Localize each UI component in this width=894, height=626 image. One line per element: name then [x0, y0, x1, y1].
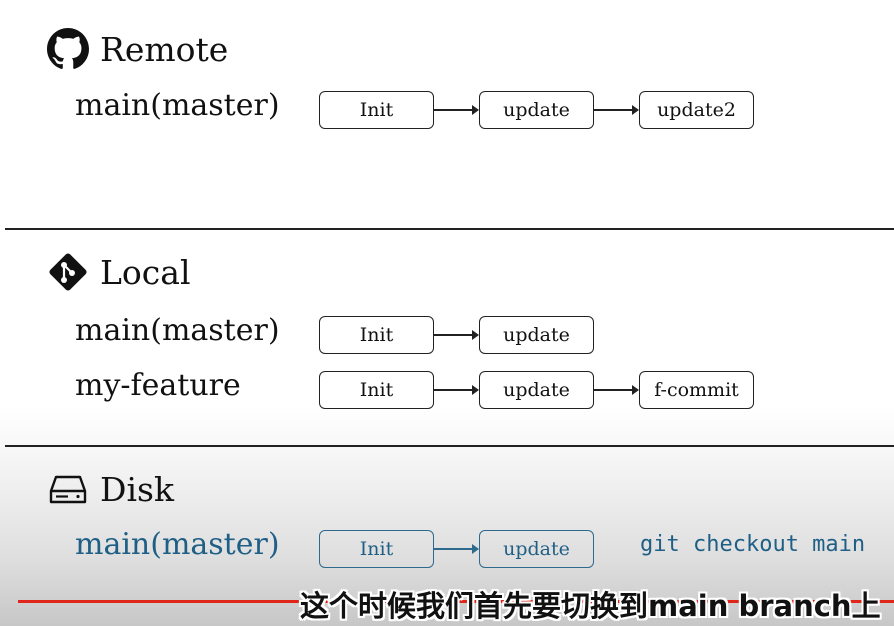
local-main-commit-1: Init [319, 316, 434, 354]
hard-drive-icon [46, 467, 90, 511]
local-feature-arrow-2 [594, 385, 639, 395]
local-feature-commit-1: Init [319, 371, 434, 409]
disk-branch-label: main(master) [75, 527, 280, 562]
remote-main-commit-1: Init [319, 91, 434, 129]
local-feature-commit-3: f-commit [639, 371, 754, 409]
section-divider [5, 228, 894, 230]
remote-main-commit-2: update [479, 91, 594, 129]
disk-title: Disk [100, 469, 174, 509]
remote-branch-label: main(master) [75, 88, 280, 123]
local-main-branch-label: main(master) [75, 313, 280, 348]
local-title: Local [100, 252, 191, 292]
section-divider [5, 445, 894, 447]
disk-heading: Disk [46, 467, 174, 511]
github-icon [46, 27, 90, 71]
local-heading: Local [46, 250, 191, 294]
local-main-commit-2: update [479, 316, 594, 354]
remote-main-commit-3: update2 [639, 91, 754, 129]
local-main-arrow-1 [434, 330, 479, 340]
local-feature-arrow-1 [434, 385, 479, 395]
remote-heading: Remote [46, 27, 228, 71]
remote-main-arrow-2 [594, 105, 639, 115]
disk-main-commit-1: Init [319, 530, 434, 568]
git-icon [46, 250, 90, 294]
video-progress-bar[interactable] [18, 600, 894, 603]
remote-section: Remote main(master) Init update update2 [0, 0, 894, 228]
git-command: git checkout main [640, 532, 866, 557]
disk-main-commit-2: update [479, 530, 594, 568]
local-feature-commit-2: update [479, 371, 594, 409]
video-subtitle: 这个时候我们首先要切换到main branch上 [300, 589, 881, 623]
local-feature-branch-label: my-feature [75, 368, 241, 403]
remote-title: Remote [100, 29, 229, 69]
disk-main-arrow-1 [434, 544, 479, 554]
remote-main-arrow-1 [434, 105, 479, 115]
